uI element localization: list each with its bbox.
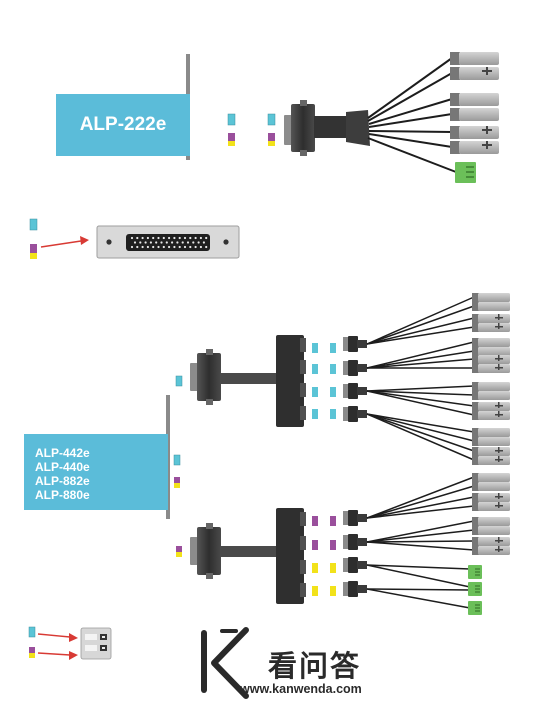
plug-top-2 [450,67,499,80]
terminal-block [468,582,482,596]
db-panel [96,225,240,259]
db-connector-top [284,100,370,156]
xlr-plug [472,447,510,456]
breakout-connector [343,534,367,550]
xlr-plugs-top [450,52,499,183]
xlr-plug [472,382,510,391]
xlr-plug [472,402,510,411]
breakout-connectors [343,336,367,597]
xlr-plug [472,293,510,302]
watermark-url: www.kanwenda.com [240,682,362,696]
xlr-plug [472,456,510,465]
breakout-connector [343,336,367,352]
breakout-connector [343,581,367,597]
xlr-plug [472,428,510,437]
xlr-plug [472,482,510,491]
plug-top-1 [450,52,499,65]
card-bracket-bottom [166,395,170,519]
port-indicators-top [227,113,276,146]
xlr-plug [472,493,510,502]
breakout-connector [343,510,367,526]
sub-port-markers [312,343,336,596]
xlr-plug [472,537,510,546]
watermark-text: 看问答 [268,649,362,683]
xlr-plug [472,364,510,373]
xlr-plug [472,323,510,332]
usb-section [28,626,112,660]
arrow-middle [40,236,89,248]
top-section [186,52,499,183]
plug-top-6 [450,141,499,154]
card-label-alp-880e: ALP-880e [35,488,90,502]
xlr-plug [472,347,510,356]
breakout-cables [366,296,475,609]
xlr-plug [472,391,510,400]
xlr-plug [472,473,510,482]
card-label-alp-440e: ALP-440e [35,460,90,474]
plug-top-4 [450,108,499,121]
breakout-connector [343,360,367,376]
xlr-plug [472,517,510,526]
plug-top-5 [450,126,499,139]
card-label-alp-882e: ALP-882e [35,474,90,488]
xlr-plug [472,526,510,535]
breakout-connector [343,557,367,573]
watermark-logo-icon [201,627,249,699]
xlr-plug [472,314,510,323]
xlr-plug [472,302,510,311]
plug-top-3 [450,93,499,106]
breakout-connector [343,383,367,399]
breakout-connector [343,406,367,422]
bottom-section [166,293,510,615]
db-connector-bottom-upper [190,335,306,427]
card-alp-4xx: ALP-442e ALP-440e ALP-882e ALP-880e [24,434,168,510]
terminal-block-top [455,162,476,183]
xlr-plug [472,411,510,420]
card-alp-222e: ALP-222e [56,94,190,156]
port-indicators-middle [29,218,38,259]
terminal-block [468,565,482,579]
xlr-plug [472,502,510,511]
db-connector-bottom-lower [190,508,306,604]
usb-port-icon [80,627,112,660]
middle-section [29,218,240,259]
breakout-plugs [468,293,510,615]
xlr-plug [472,437,510,446]
xlr-plug [472,546,510,555]
card-label-alp-442e: ALP-442e [35,446,90,460]
port-indicators-card [173,375,183,557]
fanout-cables-top [367,57,457,173]
xlr-plug [472,338,510,347]
card-label-alp-222e: ALP-222e [79,114,167,135]
terminal-block [468,601,482,615]
xlr-plug [472,355,510,364]
